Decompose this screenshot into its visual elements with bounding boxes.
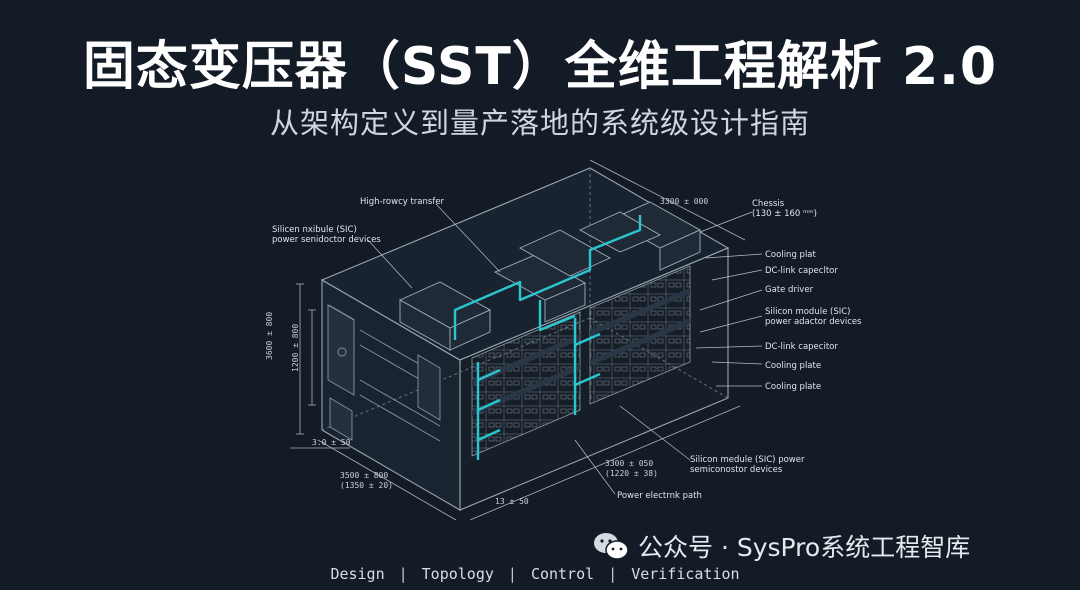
label-top-dim: 3300 ± 000 — [660, 197, 708, 206]
label-chassis: Chessis — [752, 199, 785, 209]
label-cooling-plat: Cooling plat — [765, 250, 817, 260]
module-array — [471, 265, 691, 457]
footer-separator: | — [398, 565, 408, 583]
footer-separator: | — [608, 565, 618, 583]
label-dim-bottom-1b: (1350 ± 20) — [340, 481, 393, 490]
dimension-lines — [290, 159, 746, 521]
footer-nav: Design | Topology | Control | Verification — [0, 565, 1070, 583]
watermark: 公众号 · SysPro系统工程智库 — [592, 528, 970, 564]
leader-lines — [367, 203, 763, 495]
label-dim-bottom-1: 3500 ± 800 — [340, 471, 388, 480]
label-chassis-dim: (130 ± 160 ᵐᵐ) — [752, 209, 817, 219]
front-panel — [327, 304, 441, 442]
label-cooling-plate-1: Cooling plate — [765, 361, 821, 371]
label-silicon-module-1b: power adactor devices — [765, 317, 862, 327]
top-components — [399, 201, 701, 351]
label-dim-bottom-3: 13 ± 50 — [495, 497, 529, 506]
label-gate-driver: Gate driver — [765, 285, 814, 295]
label-dim-left-inner: 1200 ± 800 — [291, 324, 300, 372]
label-dim-bottom-2b: (1220 ± 38) — [605, 469, 658, 478]
page-title: 固态变压器（SST）全维工程解析 2.0 — [82, 37, 998, 97]
watermark-text: 公众号 · SysPro系统工程智库 — [638, 533, 971, 562]
footer-separator: | — [507, 565, 517, 583]
footer-item-topology: Topology — [421, 565, 494, 583]
label-silicon-module-1: Silicon module (SIC) — [765, 307, 850, 317]
footer-item-design: Design — [330, 565, 385, 583]
label-dc-link-2: DC-link capecitor — [765, 342, 838, 352]
label-silicon-nxibule-2: power senidoctor devices — [272, 235, 381, 245]
label-silicon-medule: Silicon medule (SIC) power — [690, 455, 805, 465]
footer-item-control: Control — [530, 565, 595, 583]
label-dim-bottom-small: 3.0 ± 50 — [312, 438, 351, 447]
label-cooling-plate-2: Cooling plate — [765, 382, 821, 392]
label-silicon-nxibule: Silicen nxibule (SIC) — [272, 225, 357, 235]
diagram-labels: High-rowcy transfer Silicen nxibule (SIC… — [265, 197, 862, 506]
label-silicon-medule-b: semiconostor devices — [690, 465, 783, 475]
label-dim-bottom-2: 3300 ± 050 — [605, 459, 653, 468]
power-path — [453, 215, 642, 460]
footer-item-verification: Verification — [631, 565, 740, 583]
page-subtitle: 从架构定义到量产落地的系统级设计指南 — [269, 106, 810, 140]
label-dim-left-outer: 3600 ± 800 — [265, 312, 274, 360]
label-high-rowcy-transfer: High-rowcy transfer — [360, 197, 445, 207]
label-dc-link-1: DC-link capecltor — [765, 266, 838, 276]
wechat-icon — [594, 533, 629, 560]
label-power-path: Power electrnk path — [617, 491, 702, 501]
